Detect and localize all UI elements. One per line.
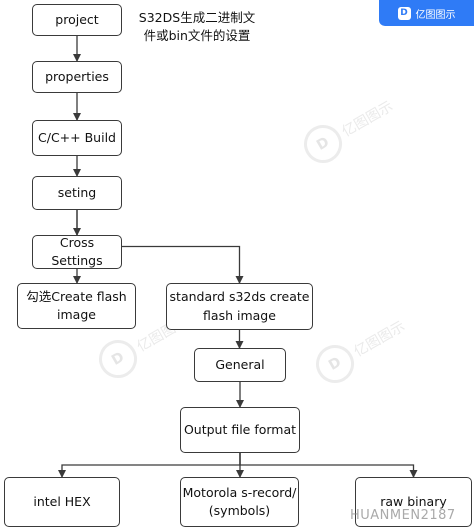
node-label: image: [57, 307, 96, 322]
node-output-file-format[interactable]: Output file format: [180, 407, 300, 453]
signature: HUANMEN2187: [350, 508, 456, 523]
node-create-flash-image-checkbox[interactable]: 勾选Create flash image: [17, 283, 136, 329]
node-seting[interactable]: seting: [32, 176, 122, 210]
node-intel-hex[interactable]: intel HEX: [4, 477, 120, 527]
connector-output-to-raw: [239, 453, 418, 478]
node-label: flash image: [203, 307, 276, 323]
node-label: seting: [57, 184, 97, 200]
node-label: Output file format: [183, 421, 297, 437]
node-general[interactable]: General: [194, 348, 286, 382]
node-label: (symbols): [208, 503, 271, 518]
node-label: raw binary: [380, 493, 447, 509]
node-label: General: [215, 356, 265, 372]
node-cc-build[interactable]: C/C++ Build: [32, 120, 122, 156]
node-label: Cross Settings: [51, 234, 103, 268]
brand-badge[interactable]: D 亿图图示: [379, 0, 474, 26]
node-raw-binary[interactable]: raw binary: [355, 477, 472, 527]
connector-output-to-intel: [58, 453, 241, 478]
node-cross-settings[interactable]: Cross Settings: [32, 235, 122, 269]
node-label: Motorola s-record/: [182, 484, 297, 500]
edraw-logo-icon: D: [397, 6, 411, 20]
node-label: 勾选Create flash: [26, 288, 127, 304]
diagram-note: S32DS生成二进制文件或bin文件的设置: [138, 10, 256, 44]
node-label: project: [55, 11, 99, 27]
node-label: standard s32ds create: [169, 289, 310, 305]
brand-label: 亿图图示: [415, 9, 456, 21]
node-standard-s32ds-create-flash-image[interactable]: standard s32ds create flash image: [166, 283, 313, 330]
node-properties[interactable]: properties: [32, 61, 122, 93]
connector-seting-to-standard: [76, 210, 244, 284]
node-label: intel HEX: [33, 493, 91, 509]
node-label: C/C++ Build: [38, 129, 116, 145]
node-label: properties: [45, 68, 109, 84]
node-project[interactable]: project: [32, 4, 122, 36]
node-motorola-s-record[interactable]: Motorola s-record/ (symbols): [180, 477, 299, 527]
